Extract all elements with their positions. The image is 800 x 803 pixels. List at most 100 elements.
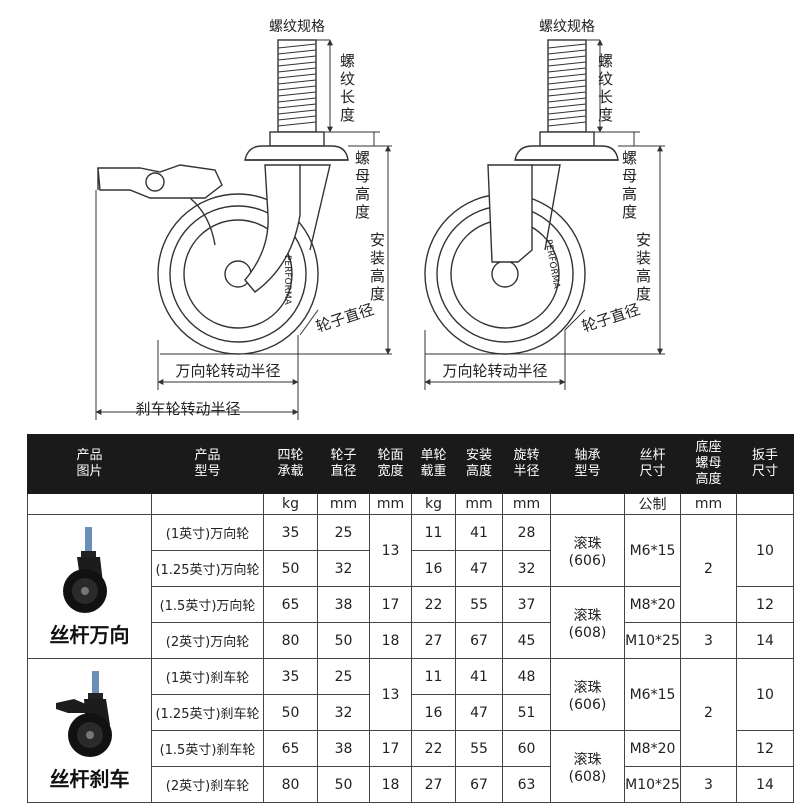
diameter-cell: 25	[317, 514, 370, 551]
header-cell: 轮面宽度	[369, 434, 412, 494]
svg-text:母: 母	[622, 167, 637, 185]
table-row: (2英寸)刹车轮 80 50 18 27 67 63 M10*25 3 14	[28, 766, 794, 803]
install-height-cell: 67	[455, 766, 503, 803]
svg-text:度: 度	[355, 203, 370, 221]
svg-text:长: 长	[598, 88, 613, 106]
bearing-cell: 滚珠(608)	[550, 586, 625, 659]
width-cell: 18	[369, 766, 412, 803]
diameter-cell: 50	[317, 622, 370, 659]
thread-spec-label-right: 螺纹规格	[539, 19, 595, 35]
model-cell: (1英寸)刹车轮	[151, 658, 264, 695]
screw-cell: M8*20	[624, 730, 681, 767]
brand-mark-left: PERFORMA	[282, 255, 292, 306]
thread-length-label-left: 螺 纹 长 度	[340, 52, 355, 124]
screw-cell: M6*15	[624, 658, 681, 731]
header-cell: 轴承型号	[550, 434, 625, 494]
table-row: (2英寸)万向轮 80 50 18 27 67 45 M10*25 3 14	[28, 622, 794, 659]
single-load-cell: 16	[411, 550, 456, 587]
svg-text:度: 度	[622, 203, 637, 221]
nut-height-cell: 2	[680, 658, 737, 767]
single-load-cell: 16	[411, 694, 456, 731]
diameter-cell: 32	[317, 550, 370, 587]
model-cell: (1.5英寸)万向轮	[151, 586, 264, 623]
header-cell: 安装高度	[455, 434, 503, 494]
wrench-cell: 14	[736, 766, 794, 803]
install-height-label-right: 安 装 高 度	[636, 231, 651, 303]
swivel-radius-label-left: 万向轮转动半径	[175, 362, 280, 380]
svg-text:纹: 纹	[340, 70, 355, 88]
single-load-cell: 22	[411, 586, 456, 623]
wrench-cell: 12	[736, 730, 794, 767]
svg-text:度: 度	[340, 106, 355, 124]
single-load-cell: 11	[411, 658, 456, 695]
header-cell: 旋转半径	[502, 434, 551, 494]
single-load-cell: 11	[411, 514, 456, 551]
model-cell: (2英寸)万向轮	[151, 622, 264, 659]
brake-caster-photo	[55, 671, 112, 757]
table-row: (1.5英寸)刹车轮 65 38 17 22 55 60 滚珠(608) M8*…	[28, 730, 794, 803]
nut-height-cell: 2	[680, 514, 737, 623]
svg-text:高: 高	[370, 267, 385, 285]
radius-cell: 45	[502, 622, 551, 659]
radius-cell: 63	[502, 766, 551, 803]
swivel-radius-label-right: 万向轮转动半径	[442, 362, 547, 380]
svg-text:螺: 螺	[622, 149, 637, 167]
load-cell: 50	[263, 550, 318, 587]
svg-text:螺: 螺	[355, 149, 370, 167]
install-height-cell: 55	[455, 586, 503, 623]
diameter-cell: 25	[317, 658, 370, 695]
nut-height-label-left: 螺 母 高 度	[355, 149, 370, 221]
table-row: (1.5英寸)万向轮 65 38 17 22 55 37 滚珠(608) M8*…	[28, 586, 794, 659]
table-row: (1.25英寸)刹车轮 50 32 16 47 51	[28, 694, 794, 731]
svg-text:纹: 纹	[598, 70, 613, 88]
product-image-cell: 丝杆刹车	[27, 658, 152, 803]
radius-cell: 28	[502, 514, 551, 551]
bearing-cell: 滚珠(606)	[550, 658, 625, 731]
model-cell: (1.25英寸)万向轮	[151, 550, 264, 587]
unit-cell: 公制	[624, 493, 681, 515]
table-row: 丝杆万向 (1英寸)万向轮 35 25 13 11 41 28 滚珠(606) …	[27, 514, 794, 659]
model-cell: (1英寸)万向轮	[151, 514, 264, 551]
units-row: kg mm mm kg mm mm 公制 mm	[27, 493, 794, 515]
single-load-cell: 27	[411, 622, 456, 659]
wrench-cell: 10	[736, 514, 794, 587]
radius-cell: 32	[502, 550, 551, 587]
unit-cell: mm	[369, 493, 412, 515]
load-cell: 50	[263, 694, 318, 731]
unit-cell	[736, 493, 794, 515]
width-cell: 13	[369, 514, 412, 587]
install-height-label-left: 安 装 高 度	[370, 231, 385, 303]
diameter-cell: 32	[317, 694, 370, 731]
model-cell: (1.5英寸)刹车轮	[151, 730, 264, 767]
unit-cell: mm	[455, 493, 503, 515]
install-height-cell: 47	[455, 694, 503, 731]
load-cell: 35	[263, 514, 318, 551]
brake-caster-drawing	[97, 39, 349, 355]
width-cell: 17	[369, 730, 412, 767]
screw-cell: M10*25	[624, 622, 681, 659]
svg-text:安: 安	[636, 231, 651, 249]
svg-text:母: 母	[355, 167, 370, 185]
unit-cell	[151, 493, 264, 515]
wrench-cell: 10	[736, 658, 794, 731]
svg-text:度: 度	[636, 285, 651, 303]
screw-cell: M8*20	[624, 586, 681, 623]
header-row: 产品图片 产品型号 四轮承载 轮子直径 轮面宽度 单轮载重 安装高度 旋转半径 …	[27, 434, 794, 494]
svg-text:安: 安	[370, 231, 385, 249]
brake-radius-label: 刹车轮转动半径	[135, 400, 240, 418]
table-row: 丝杆刹车 (1英寸)刹车轮 35 25 13 11 41 48 滚珠(606) …	[27, 658, 794, 803]
unit-cell: kg	[411, 493, 456, 515]
thread-spec-label-left: 螺纹规格	[269, 19, 325, 35]
single-load-cell: 27	[411, 766, 456, 803]
header-cell: 轮子直径	[317, 434, 370, 494]
product-image-cell: 丝杆万向	[27, 514, 152, 659]
thread-length-label-right: 螺 纹 长 度	[598, 52, 613, 124]
width-cell: 13	[369, 658, 412, 731]
header-cell: 产品型号	[151, 434, 264, 494]
load-cell: 80	[263, 622, 318, 659]
nut-height-cell: 3	[680, 622, 737, 659]
svg-text:装: 装	[370, 249, 385, 267]
header-cell: 底座螺母高度	[680, 434, 737, 494]
svg-text:高: 高	[636, 267, 651, 285]
header-cell: 扳手尺寸	[736, 434, 794, 494]
